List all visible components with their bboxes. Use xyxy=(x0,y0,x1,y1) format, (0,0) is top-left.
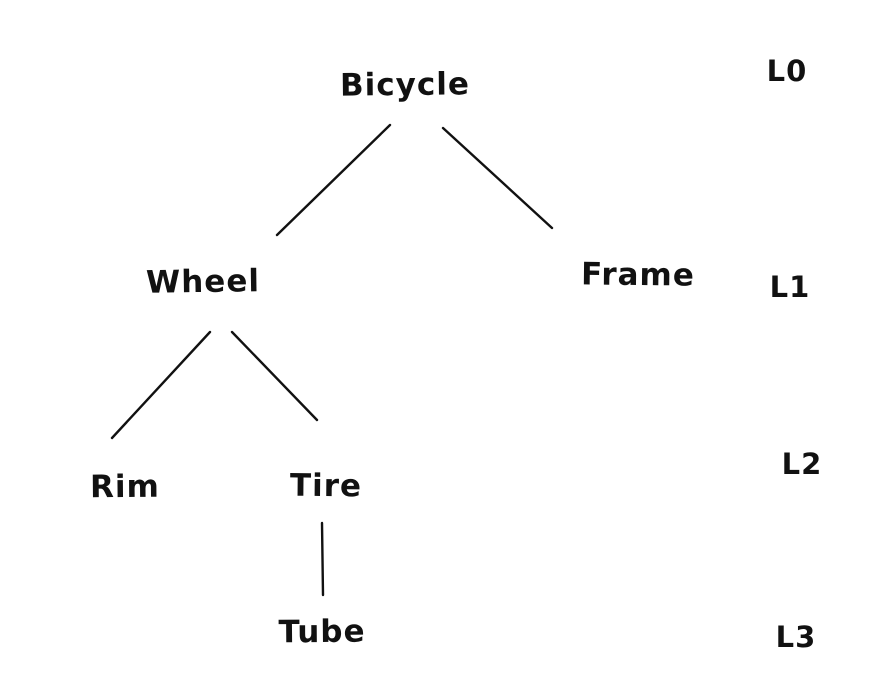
edge-wheel-tire xyxy=(230,330,319,422)
node-wheel: Wheel xyxy=(145,263,261,301)
edge-bicycle-frame xyxy=(441,126,554,230)
node-tire: Tire xyxy=(289,467,363,505)
node-bicycle: Bicycle xyxy=(339,66,471,104)
level-label-l0: L0 xyxy=(766,54,808,88)
node-frame: Frame xyxy=(580,256,696,294)
level-label-l1: L1 xyxy=(769,270,811,304)
edge-tire-tube xyxy=(320,521,325,597)
edge-wheel-rim xyxy=(110,330,212,440)
level-label-l3: L3 xyxy=(775,620,817,654)
edge-bicycle-wheel xyxy=(275,123,392,237)
node-rim: Rim xyxy=(89,468,161,506)
level-label-l2: L2 xyxy=(781,447,823,481)
node-tube: Tube xyxy=(278,613,366,651)
